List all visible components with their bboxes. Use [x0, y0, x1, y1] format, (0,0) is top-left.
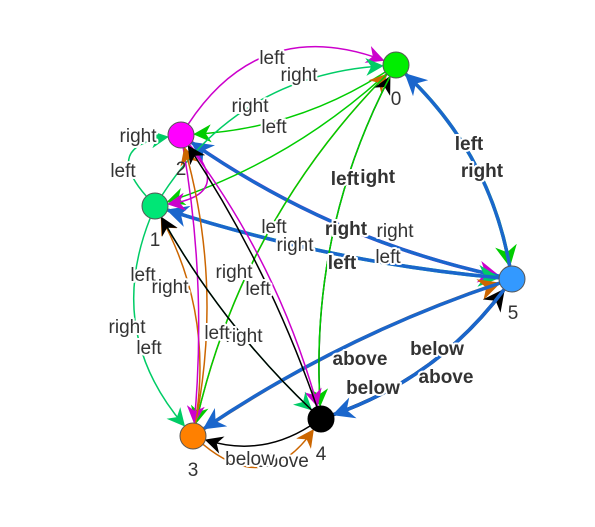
edge-label-1-to-3: right: [109, 317, 147, 338]
edge-label-1-to-0: left: [261, 117, 287, 138]
edge-label-0-to-2: right: [281, 65, 319, 86]
node-label-5: 5: [508, 303, 519, 324]
edge-4-to-2: [187, 145, 318, 407]
edge-label-0-to-4: left: [375, 247, 401, 268]
edge-labels-layer: rightleftrightleftrightleftabovebelowabo…: [107, 46, 506, 474]
edge-3-to-1: [160, 216, 201, 424]
edge-label-3-to-0: right: [277, 235, 315, 256]
edges-layer: [127, 45, 517, 469]
edge-5-to-4: [332, 288, 506, 419]
edge-1-to-2: [127, 130, 169, 197]
edge-4-to-1: [161, 216, 313, 411]
node-4[interactable]: [307, 405, 335, 433]
edge-label-4-to-3: below: [225, 449, 275, 470]
node-label-2: 2: [176, 159, 187, 180]
edge-5-to-0: [404, 73, 512, 267]
nodes-layer: 0 1 2 3 4 5: [141, 51, 526, 481]
edge-3-to-4: [202, 429, 314, 469]
edge-2-to-4: [188, 144, 322, 408]
edge-label-5-to-1: left: [328, 253, 357, 274]
node-2[interactable]: [167, 121, 195, 149]
edge-label-2-to-0: left: [259, 48, 285, 69]
edge-label-0-to-5: right: [461, 161, 504, 182]
edge-label-4-to-5: above: [419, 367, 474, 388]
edge-0-to-1: [166, 73, 387, 206]
edge-label-0-to-3: left: [261, 217, 287, 238]
edge-label-3-to-1: left: [130, 265, 156, 286]
edge-label-3-to-4: above: [257, 451, 309, 472]
node-label-3: 3: [188, 460, 199, 481]
edge-label-3-to-2: left: [136, 338, 162, 359]
edge-label-1-to-4: right: [226, 326, 264, 347]
edge-5-to-3: [202, 281, 501, 430]
node-0[interactable]: [382, 51, 410, 79]
node-label-4: 4: [316, 444, 327, 465]
edge-4-to-3: [204, 425, 311, 454]
edge-label-2-to-5: right: [353, 167, 396, 188]
edge-0-to-2: [193, 71, 386, 143]
edge-label-0-to-1: right: [232, 96, 270, 117]
node-1[interactable]: [141, 192, 169, 220]
node-label-1: 1: [150, 230, 161, 251]
edge-label-5-to-0: left: [455, 134, 484, 155]
edge-label-4-to-1: left: [204, 323, 230, 344]
edge-3-to-2: [180, 146, 208, 424]
node-5[interactable]: [498, 265, 526, 293]
edge-label-2-to-3: right: [152, 277, 190, 298]
edge-label-2-to-1: left: [110, 161, 136, 182]
node-3[interactable]: [179, 422, 207, 450]
edge-label-1-to-2: right: [120, 126, 158, 147]
edge-label-4-to-2: left: [245, 279, 271, 300]
edge-2-to-3: [182, 147, 205, 424]
edge-label-4-to-0: right: [377, 221, 415, 242]
edge-5-to-2: [190, 141, 500, 278]
edge-2-to-0: [187, 45, 385, 125]
edge-1-to-3: [132, 217, 186, 427]
edge-label-5-to-4: below: [410, 339, 464, 360]
edge-label-2-to-4: right: [216, 262, 254, 283]
edge-label-3-to-5: above: [333, 349, 388, 370]
edge-label-5-to-2: left: [331, 169, 360, 190]
edge-0-to-4: [310, 76, 391, 407]
edge-label-1-to-5: right: [325, 219, 368, 240]
edge-5-to-1: [166, 205, 500, 280]
node-label-0: 0: [391, 89, 402, 110]
edge-0-to-3: [190, 73, 388, 425]
edge-label-5-to-3: below: [346, 378, 400, 399]
